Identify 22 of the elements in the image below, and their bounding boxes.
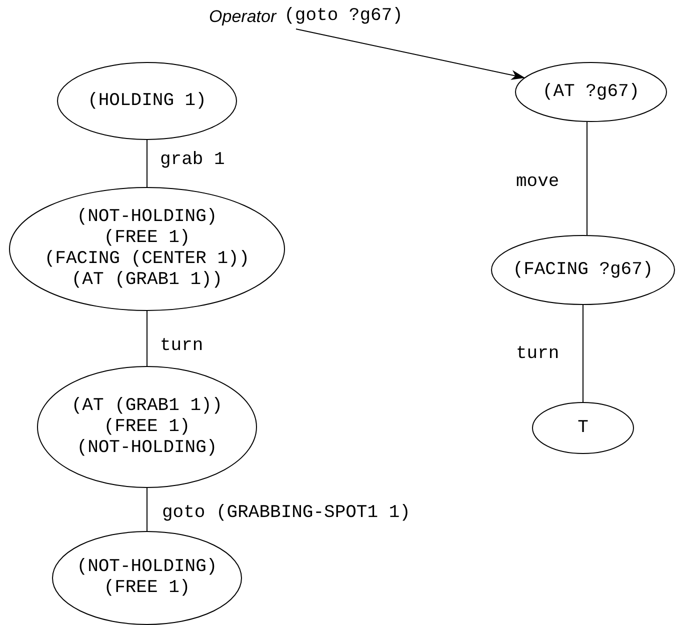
operator-call: (goto ?g67)	[284, 6, 403, 26]
arrow	[296, 28, 526, 80]
predicate-text: (FREE 1)	[104, 416, 190, 438]
predicate-text: (FREE 1)	[104, 578, 190, 599]
predicate-text: (HOLDING 1)	[88, 90, 206, 112]
connector-line	[146, 140, 148, 188]
predicate-text: (AT (GRAB1 1))	[71, 270, 223, 291]
edge-label: grab 1	[158, 150, 227, 170]
predicate-text: (NOT-HOLDING)	[76, 207, 218, 228]
predicate-text: T	[578, 418, 588, 438]
predicate-text: (FACING (CENTER 1))	[44, 249, 250, 270]
predicate-text: (AT ?g67)	[542, 82, 640, 102]
connector-line	[146, 310, 148, 366]
operator-label: Operator	[209, 6, 276, 26]
connector-line	[146, 488, 148, 532]
predicate-text: (NOT-HOLDING)	[76, 438, 218, 458]
predicate-text: (FREE 1)	[104, 228, 190, 249]
predicate-text: (AT (GRAB1 1))	[71, 396, 223, 416]
connector-line	[582, 304, 584, 402]
predicate-text: (FACING ?g67)	[512, 260, 654, 280]
connector-line	[586, 122, 588, 236]
predicate-text: (NOT-HOLDING)	[76, 557, 218, 578]
